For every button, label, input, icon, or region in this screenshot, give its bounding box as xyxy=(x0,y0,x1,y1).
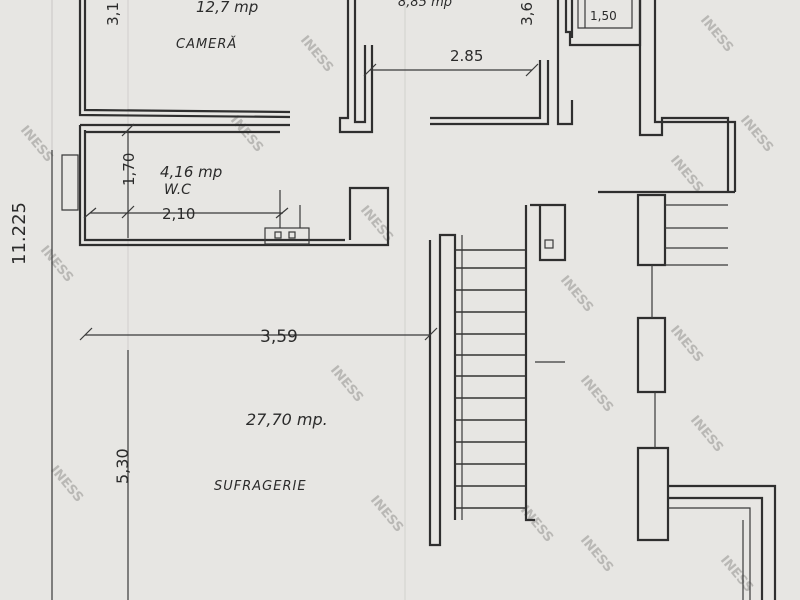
corridor-dim-label: 2.85 xyxy=(450,47,483,65)
watermark: INESS xyxy=(47,463,86,505)
wc-name-label: W.C xyxy=(164,182,191,198)
watermark: INESS xyxy=(737,113,776,155)
watermark: INESS xyxy=(367,493,406,535)
watermark: INESS xyxy=(667,153,706,195)
labels: 12,7 mp CAMERĂ 3,1 8,85 mp 3,6 1,50 2.85… xyxy=(9,0,617,494)
watermark: INESS xyxy=(517,503,556,545)
sufragerie-name-label: SUFRAGERIE xyxy=(214,479,307,494)
watermark: INESS xyxy=(227,113,266,155)
watermark: INESS xyxy=(697,13,736,55)
sufragerie-area-label: 27,70 mp. xyxy=(246,410,328,429)
watermark: INESS xyxy=(357,203,396,245)
watermark: INESS xyxy=(577,533,616,575)
dimension-lines xyxy=(51,0,586,600)
top-room-area-label: 8,85 mp xyxy=(398,0,452,10)
staircase xyxy=(455,235,526,520)
wc-area-label: 4,16 mp xyxy=(160,163,222,181)
walls xyxy=(61,0,777,600)
watermark: INESS xyxy=(327,363,366,405)
overall-height-label: 11.225 xyxy=(9,202,30,265)
watermark: INESS xyxy=(577,373,616,415)
sufragerie-height-label: 5,30 xyxy=(113,448,132,484)
wc-width-label: 2,10 xyxy=(162,205,195,223)
watermark: INESS xyxy=(667,323,706,365)
watermark: INESS xyxy=(37,243,76,285)
camera-dim-label: 3,1 xyxy=(104,2,122,26)
paper-lines xyxy=(51,0,406,600)
watermark: INESS xyxy=(297,33,336,75)
watermark-group: INESS INESS INESS INESS INESS INESS INES… xyxy=(17,13,776,595)
watermark: INESS xyxy=(687,413,726,455)
camera-name-label: CAMERĂ xyxy=(176,36,237,52)
watermark: INESS xyxy=(557,273,596,315)
top-room-dim-label: 3,6 xyxy=(518,2,536,26)
wc-height-label: 1,70 xyxy=(120,153,138,186)
camera-area-label: 12,7 mp xyxy=(196,0,258,16)
watermark: INESS xyxy=(17,123,56,165)
small-room-dim-label: 1,50 xyxy=(590,9,617,23)
sufragerie-width-label: 3,59 xyxy=(260,327,298,347)
